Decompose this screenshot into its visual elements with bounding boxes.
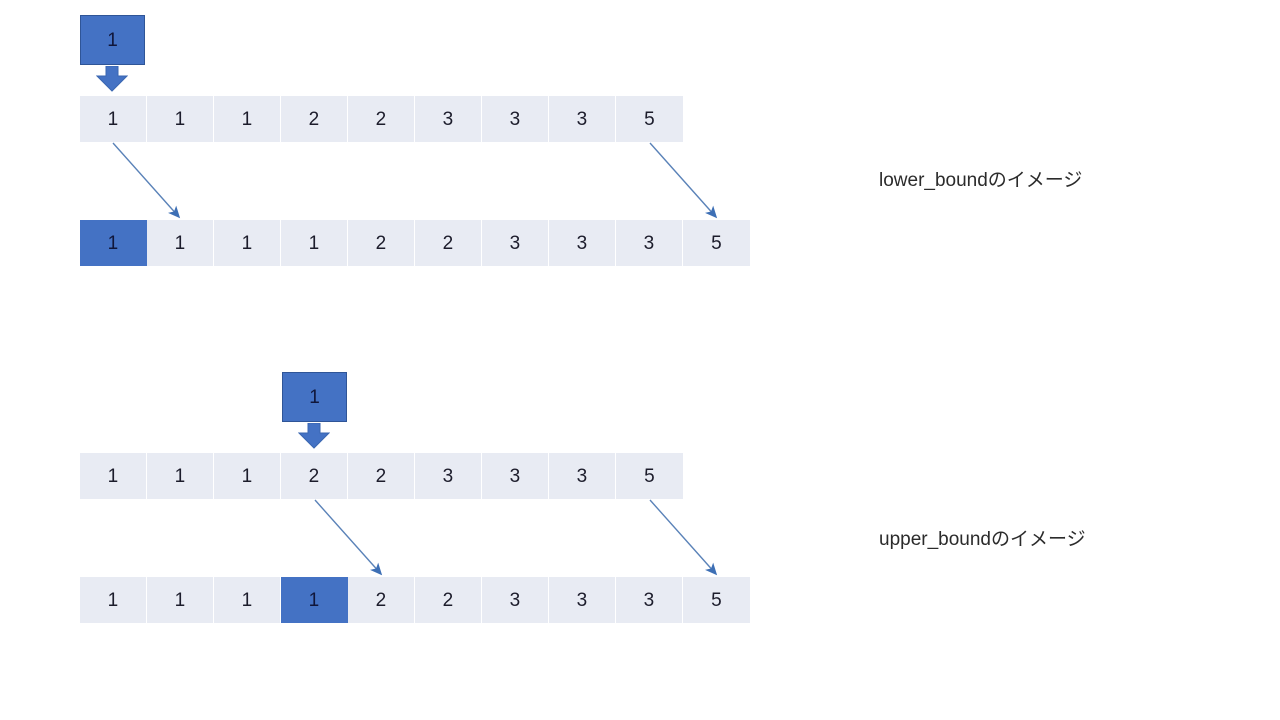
array-cell[interactable]: 5 — [616, 96, 683, 142]
cell-value: 1 — [174, 232, 186, 254]
insert-pointer-down-arrow-lower — [95, 65, 129, 92]
cell-value: 5 — [644, 465, 655, 487]
array-cell[interactable]: 3 — [482, 96, 549, 142]
cell-value: 5 — [711, 589, 722, 611]
array-cell[interactable]: 1 — [147, 577, 214, 623]
array-cell-highlighted[interactable]: 1 — [80, 220, 147, 266]
array-cell[interactable]: 1 — [147, 453, 214, 499]
cell-value: 1 — [241, 232, 253, 254]
cell-value: 3 — [442, 465, 454, 487]
array-cell-highlighted[interactable]: 1 — [281, 577, 348, 623]
array-cell[interactable]: 1 — [80, 96, 147, 142]
caption-lower-bound: lower_boundのイメージ — [879, 170, 1083, 191]
cell-value: 2 — [308, 465, 320, 487]
cell-value: 1 — [241, 465, 253, 487]
array-cell[interactable]: 3 — [415, 96, 482, 142]
array-cell[interactable]: 3 — [482, 220, 549, 266]
cell-value: 1 — [107, 108, 119, 130]
array-cell[interactable]: 2 — [348, 220, 415, 266]
array-row-upper-before: 1 1 1 2 2 3 3 3 5 — [80, 453, 683, 499]
cell-value: 3 — [643, 232, 655, 254]
insert-pointer-down-arrow-upper — [297, 422, 331, 449]
array-cell[interactable]: 2 — [348, 96, 415, 142]
array-cell[interactable]: 3 — [482, 577, 549, 623]
array-cell[interactable]: 5 — [683, 577, 750, 623]
key-box-value: 1 — [309, 386, 320, 408]
cell-value: 1 — [174, 589, 186, 611]
cell-value: 3 — [509, 465, 521, 487]
array-cell[interactable]: 3 — [549, 220, 616, 266]
array-cell[interactable]: 1 — [214, 220, 281, 266]
cell-value: 3 — [509, 232, 521, 254]
array-cell[interactable]: 3 — [549, 577, 616, 623]
mapping-arrow-lower-right — [649, 142, 718, 219]
array-cell[interactable]: 2 — [281, 453, 348, 499]
array-cell[interactable]: 3 — [616, 220, 683, 266]
array-cell[interactable]: 3 — [415, 453, 482, 499]
cell-value: 3 — [576, 108, 588, 130]
array-cell[interactable]: 2 — [415, 220, 482, 266]
array-cell[interactable]: 2 — [348, 453, 415, 499]
key-box-lower: 1 — [80, 15, 145, 65]
array-cell[interactable]: 3 — [549, 453, 616, 499]
key-box-upper: 1 — [282, 372, 347, 422]
array-cell[interactable]: 5 — [616, 453, 683, 499]
cell-value: 2 — [375, 232, 387, 254]
array-cell[interactable]: 2 — [281, 96, 348, 142]
array-cell[interactable]: 3 — [482, 453, 549, 499]
cell-value: 3 — [509, 108, 521, 130]
cell-value: 1 — [174, 465, 186, 487]
cell-value: 1 — [107, 232, 119, 254]
array-cell[interactable]: 3 — [549, 96, 616, 142]
array-cell[interactable]: 2 — [348, 577, 415, 623]
array-cell[interactable]: 5 — [683, 220, 750, 266]
array-row-upper-after: 1 1 1 1 2 2 3 3 3 5 — [80, 577, 750, 623]
array-row-lower-before: 1 1 1 2 2 3 3 3 5 — [80, 96, 683, 142]
array-cell[interactable]: 2 — [415, 577, 482, 623]
cell-value: 3 — [509, 589, 521, 611]
cell-value: 3 — [576, 589, 588, 611]
cell-value: 5 — [711, 232, 722, 254]
cell-value: 3 — [576, 465, 588, 487]
cell-value: 2 — [375, 465, 387, 487]
cell-value: 1 — [107, 465, 119, 487]
cell-value: 2 — [308, 108, 320, 130]
cell-value: 1 — [308, 232, 320, 254]
cell-value: 2 — [442, 232, 454, 254]
caption-upper-bound: upper_boundのイメージ — [879, 529, 1086, 550]
cell-value: 2 — [442, 589, 454, 611]
array-cell[interactable]: 1 — [281, 220, 348, 266]
array-cell[interactable]: 1 — [80, 577, 147, 623]
cell-value: 3 — [643, 589, 655, 611]
cell-value: 2 — [375, 589, 387, 611]
cell-value: 1 — [241, 589, 253, 611]
mapping-arrow-lower-left — [112, 142, 181, 219]
key-box-value: 1 — [107, 29, 118, 51]
cell-value: 3 — [442, 108, 454, 130]
cell-value: 2 — [375, 108, 387, 130]
array-cell[interactable]: 1 — [214, 96, 281, 142]
cell-value: 3 — [576, 232, 588, 254]
mapping-arrow-upper-left — [314, 499, 383, 576]
array-cell[interactable]: 1 — [147, 220, 214, 266]
array-cell[interactable]: 1 — [80, 453, 147, 499]
cell-value: 1 — [174, 108, 186, 130]
array-cell[interactable]: 1 — [214, 577, 281, 623]
array-cell[interactable]: 1 — [214, 453, 281, 499]
mapping-arrow-upper-right — [649, 499, 718, 576]
cell-value: 5 — [644, 108, 655, 130]
cell-value: 1 — [107, 589, 119, 611]
cell-value: 1 — [308, 589, 320, 611]
cell-value: 1 — [241, 108, 253, 130]
array-cell[interactable]: 1 — [147, 96, 214, 142]
array-row-lower-after: 1 1 1 1 2 2 3 3 3 5 — [80, 220, 750, 266]
array-cell[interactable]: 3 — [616, 577, 683, 623]
